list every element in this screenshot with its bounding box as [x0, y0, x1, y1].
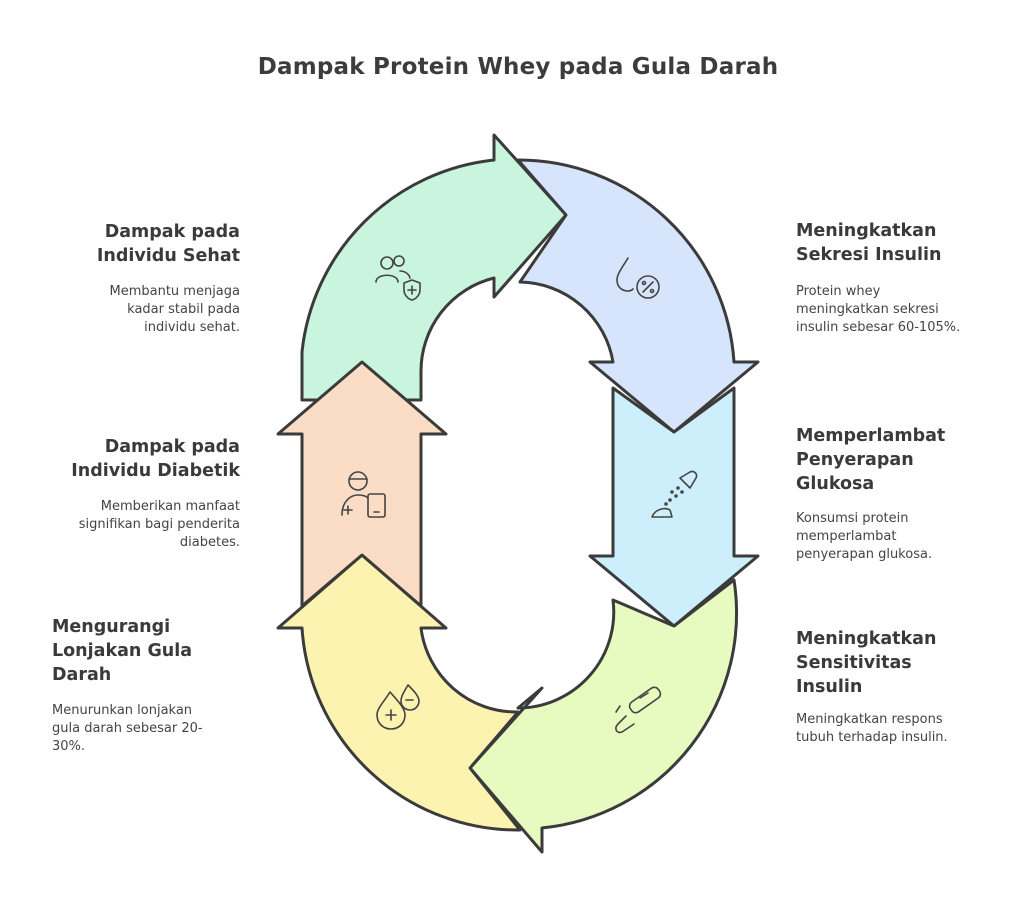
- label-line: Individu Diabetik: [71, 461, 240, 481]
- label-lonjakan-gula: Mengurangi Lonjakan Gula Darah: [52, 615, 252, 687]
- glucose-meter-icon: [615, 686, 662, 734]
- segment-blue-arrow: [516, 158, 760, 434]
- label-line: Individu Sehat: [96, 246, 240, 266]
- label-line: Meningkatkan: [796, 629, 937, 649]
- desc-line: diabetes.: [179, 535, 240, 550]
- label-line: Lonjakan Gula: [52, 641, 193, 661]
- desc-penyerapan-glukosa: Konsumsi protein memperlambat penyerapan…: [796, 510, 1016, 564]
- desc-individu-sehat: Membantu menjaga kadar stabil pada indiv…: [40, 283, 240, 337]
- desc-individu-diabetik: Memberikan manfaat signifikan bagi pende…: [20, 498, 240, 552]
- label-sekresi-insulin: Meningkatkan Sekresi Insulin: [796, 219, 1016, 267]
- desc-sensitivitas-insulin: Meningkatkan respons tubuh terhadap insu…: [796, 711, 1016, 747]
- label-line: Penyerapan: [796, 450, 914, 470]
- desc-line: insulin sebesar 60-105%.: [796, 320, 961, 335]
- label-line: Mengurangi: [52, 617, 171, 637]
- desc-line: Protein whey: [796, 284, 881, 299]
- desc-sekresi-insulin: Protein whey meningkatkan sekresi insuli…: [796, 283, 1016, 337]
- label-line: Dampak pada: [104, 437, 240, 457]
- desc-line: meningkatkan sekresi: [796, 302, 939, 317]
- desc-line: Meningkatkan respons: [796, 712, 943, 727]
- label-line: Insulin: [796, 677, 863, 697]
- desc-line: memperlambat: [796, 529, 897, 544]
- segment-yellow-arrow: [276, 553, 522, 832]
- drop-percent-icon: [616, 257, 660, 299]
- desc-line: 30%.: [52, 739, 86, 754]
- label-line: Sensitivitas: [796, 653, 912, 673]
- desc-line: signifikan bagi penderita: [78, 517, 240, 532]
- label-line: Meningkatkan: [796, 221, 937, 241]
- desc-line: individu sehat.: [144, 320, 240, 335]
- desc-line: Memberikan manfaat: [100, 499, 240, 514]
- desc-line: kadar stabil pada: [127, 302, 240, 317]
- desc-line: Konsumsi protein: [796, 511, 909, 526]
- desc-lonjakan-gula: Menurunkan lonjakan gula darah sebesar 2…: [52, 702, 252, 756]
- people-shield-icon: [375, 255, 421, 301]
- label-penyerapan-glukosa: Memperlambat Penyerapan Glukosa: [796, 424, 1016, 496]
- salt-shaker-icon: [651, 470, 698, 518]
- label-line: Darah: [52, 665, 112, 685]
- desc-line: penyerapan glukosa.: [796, 547, 933, 562]
- desc-line: tubuh terhadap insulin.: [796, 730, 948, 745]
- diagram-title: Dampak Protein Whey pada Gula Darah: [257, 54, 779, 80]
- desc-line: gula darah sebesar 20-: [52, 721, 203, 736]
- segment-peach-arrow: [276, 360, 448, 608]
- label-line: Dampak pada: [104, 222, 240, 242]
- label-individu-sehat: Dampak pada Individu Sehat: [40, 220, 240, 268]
- desc-line: Membantu menjaga: [109, 284, 240, 299]
- patient-device-icon: [341, 471, 386, 518]
- label-individu-diabetik: Dampak pada Individu Diabetik: [20, 435, 240, 483]
- drops-plus-minus-icon: [376, 684, 420, 730]
- label-sensitivitas-insulin: Meningkatkan Sensitivitas Insulin: [796, 627, 1016, 699]
- segment-green-arrow: [300, 133, 568, 402]
- label-line: Sekresi Insulin: [796, 245, 942, 265]
- label-line: Memperlambat: [796, 426, 946, 446]
- segment-lime-arrow: [468, 578, 739, 854]
- segment-cyan-arrow: [588, 386, 760, 628]
- label-line: Glukosa: [796, 474, 875, 494]
- desc-line: Menurunkan lonjakan: [52, 703, 193, 718]
